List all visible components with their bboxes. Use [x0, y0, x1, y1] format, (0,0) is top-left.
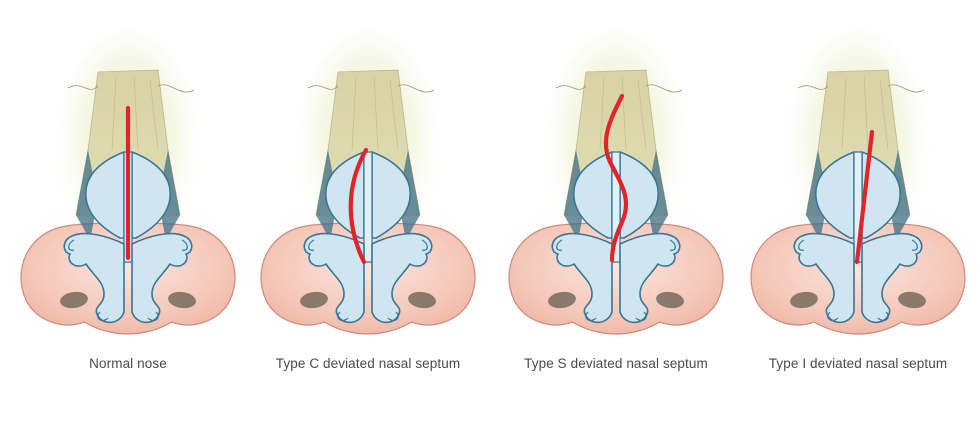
- upper-lateral-cartilage-left: [573, 151, 613, 239]
- septal-cartilage: [363, 151, 373, 263]
- nostril-right: [408, 291, 436, 309]
- nostril-right: [656, 291, 684, 309]
- bone-texture: [599, 75, 647, 151]
- nostril-left: [790, 291, 818, 309]
- nostril-left: [548, 291, 576, 309]
- caption-normal-nose: Normal nose: [89, 356, 167, 371]
- upper-lateral-cartilage-right: [131, 151, 171, 239]
- septum-line-type-s: [603, 93, 629, 263]
- caption-type-c: Type C deviated nasal septum: [275, 356, 461, 371]
- bone-texture: [841, 75, 889, 151]
- upper-lateral-cartilage-right: [619, 151, 659, 239]
- upper-lateral-cartilage-left: [815, 151, 855, 239]
- figure-type-s: [496, 30, 736, 338]
- caption-type-s: Type S deviated nasal septum: [524, 356, 708, 371]
- nostril-left: [60, 291, 88, 309]
- bone-texture: [351, 75, 399, 151]
- bone-edge: [67, 84, 195, 93]
- figure-normal-nose: [8, 30, 248, 338]
- nostril-right: [168, 291, 196, 309]
- alar-curls: [556, 239, 676, 322]
- alar-curls: [68, 239, 188, 322]
- septum-line-type-c: [348, 147, 369, 265]
- nostril-right: [898, 291, 926, 309]
- upper-lateral-cartilage-left: [85, 151, 125, 239]
- figure-type-i: [738, 30, 978, 338]
- bone-edge: [797, 84, 925, 93]
- bone-texture: [111, 75, 159, 151]
- upper-lateral-cartilage-right: [861, 151, 901, 239]
- caption-type-i: Type I deviated nasal septum: [768, 356, 948, 371]
- nostril-left: [300, 291, 328, 309]
- alar-curls: [308, 239, 428, 322]
- septum-line-type-i: [854, 129, 875, 265]
- bone-edge: [307, 84, 435, 93]
- bone-edge: [555, 84, 683, 93]
- alar-curls: [798, 239, 918, 322]
- figure-type-c: [248, 30, 488, 338]
- upper-lateral-cartilage-right: [371, 151, 411, 239]
